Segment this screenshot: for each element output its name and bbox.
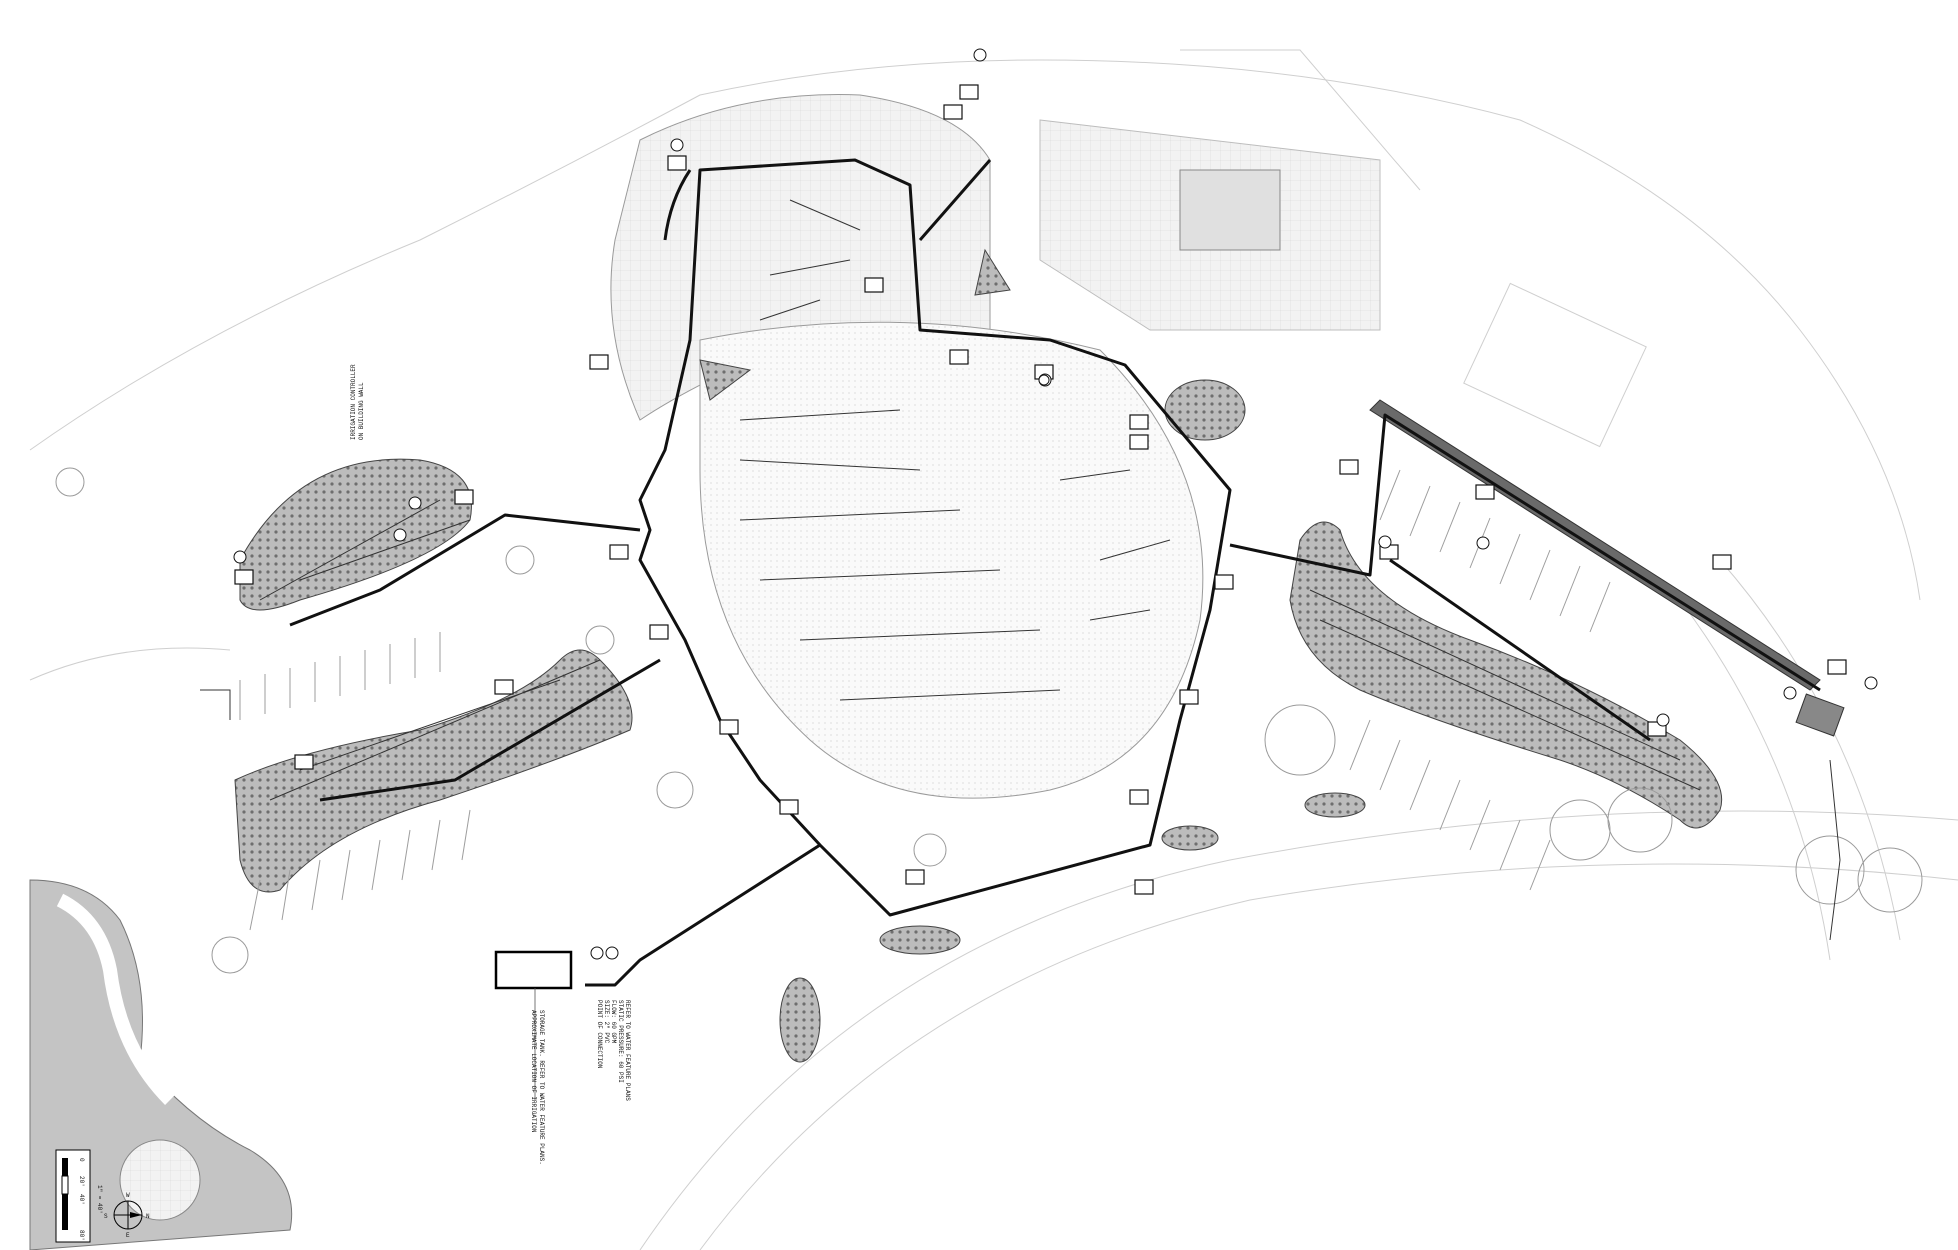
storage-tank-note-line-1: APPROXIMATE LOCATION OF IRRIGATION <box>530 1010 537 1133</box>
scale-tick-80: 80' <box>78 1230 85 1241</box>
storage-tank-note-line-2: STORAGE TANK. REFER TO WATER FEATURE PLA… <box>538 1010 545 1165</box>
poc-note-line-1: POINT OF CONNECTION <box>596 1000 603 1069</box>
water-feature <box>29 879 293 1250</box>
site-context <box>29 49 1958 1250</box>
scale-tick-40: 40' <box>78 1194 85 1205</box>
north-arrow-n: N <box>146 1213 150 1220</box>
storage-tank-note: APPROXIMATE LOCATION OF IRRIGATION STORA… <box>530 1010 545 1165</box>
poc-note: POINT OF CONNECTION SIZE: 2" PVC FLOW: 6… <box>596 1000 631 1101</box>
poc-note-line-4: STATIC PRESSURE: 60 PSI <box>617 1000 624 1083</box>
poc-note-line-5: REFER TO WATER FEATURE PLANS <box>624 1000 631 1101</box>
plaza-paving <box>610 94 1381 799</box>
valve-tags <box>233 48 1878 960</box>
scale-tick-0: 0 <box>78 1158 85 1162</box>
trees <box>211 545 1923 974</box>
building-note: IRRIGATION CONTROLLER ON BUILDING WALL <box>350 364 365 440</box>
north-arrow-e: E <box>126 1232 130 1239</box>
storage-tank <box>494 950 573 1100</box>
poc-note-line-2: SIZE: 2" PVC <box>603 1000 610 1044</box>
north-arrow-w: W <box>126 1192 130 1199</box>
scale-bar: 0 20' 40' 80' 1" = 40' <box>55 1149 103 1243</box>
irrigation-laterals <box>200 199 1841 941</box>
irrigation-mainline <box>289 158 1821 987</box>
north-arrow-s: S <box>104 1213 108 1220</box>
scale-text: 1" = 40' <box>96 1185 103 1214</box>
poc-note-line-3: FLOW: 60 GPM <box>610 1000 617 1044</box>
storage-tank-box <box>494 950 573 990</box>
building-note-line-2: ON BUILDING WALL <box>358 382 365 440</box>
north-arrow: N S E W <box>104 1192 150 1239</box>
building-note-line-1: IRRIGATION CONTROLLER <box>350 364 357 440</box>
scale-tick-20: 20' <box>78 1176 85 1187</box>
